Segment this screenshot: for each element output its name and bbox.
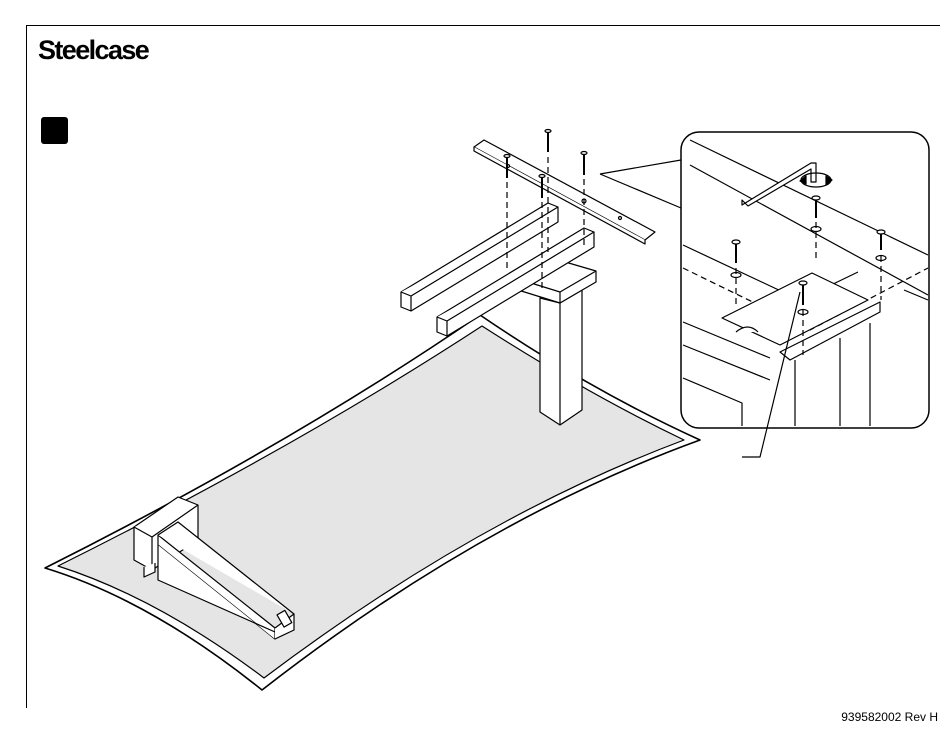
desktop-surface: [45, 315, 700, 690]
document-number: 939582002 Rev H: [841, 710, 938, 724]
bracket-plate: [474, 140, 655, 244]
